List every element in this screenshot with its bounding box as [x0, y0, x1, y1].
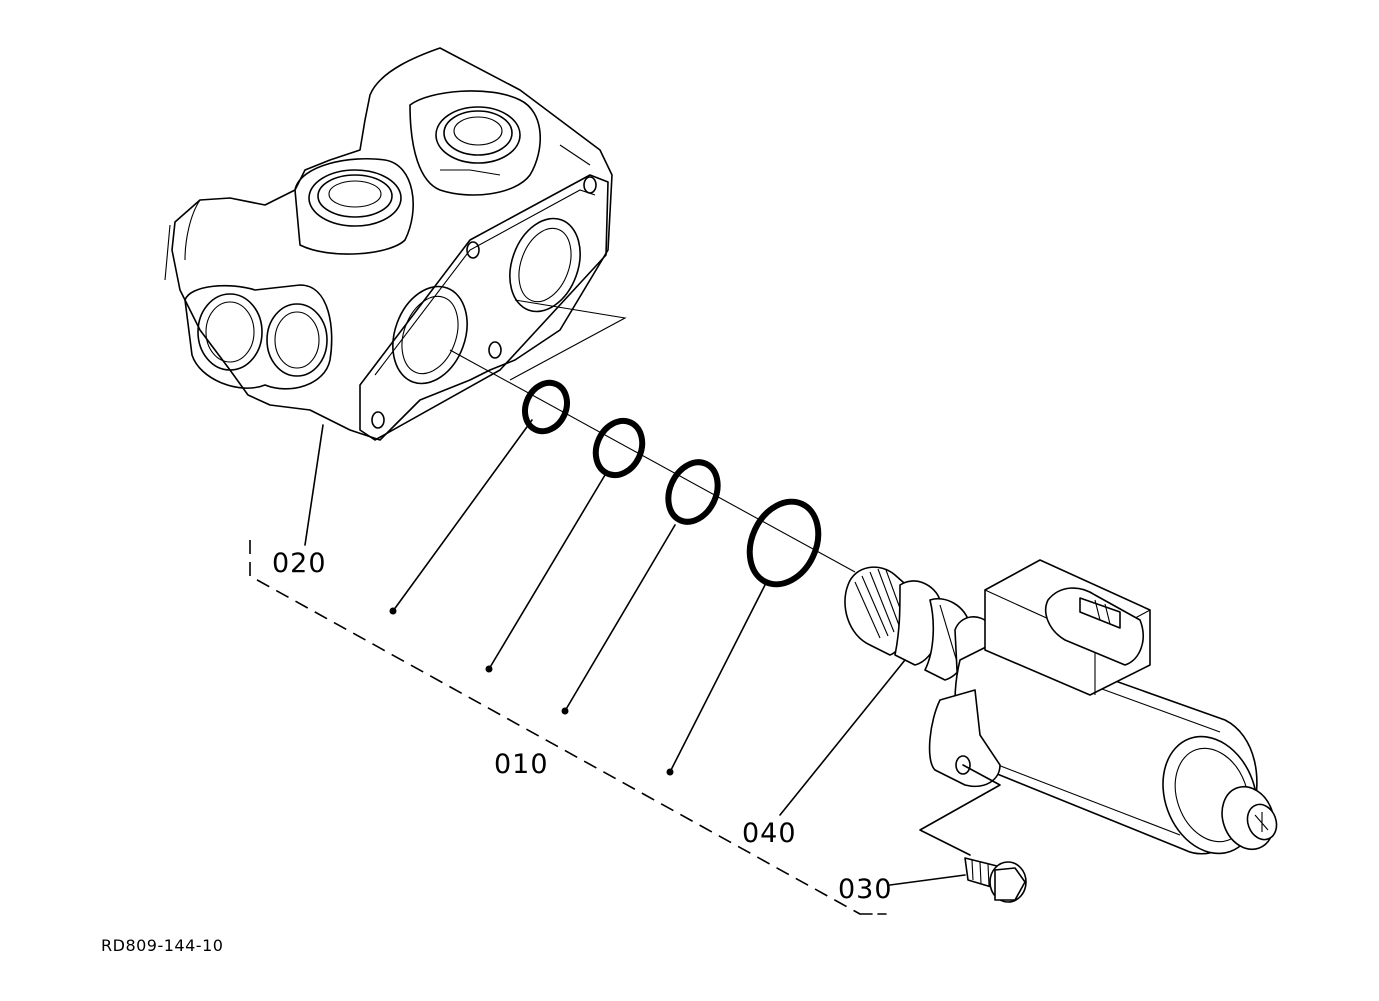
o-ring-1	[522, 379, 570, 435]
leader-dot	[561, 707, 569, 715]
part-label-010: 010	[494, 749, 549, 780]
o-rings	[522, 379, 822, 588]
leader-dot	[389, 607, 397, 615]
o-ring-2	[592, 417, 646, 479]
part-label-020: 020	[272, 548, 327, 579]
valve-body	[164, 47, 627, 441]
o-ring-4	[746, 498, 822, 588]
leader-lines	[249, 419, 1001, 915]
part-label-030: 030	[838, 874, 893, 905]
leader-dot	[485, 665, 493, 673]
o-ring-3	[665, 459, 721, 525]
drawing-reference: RD809-144-10	[101, 936, 223, 955]
bolt	[964, 857, 1027, 903]
solenoid-valve	[844, 559, 1278, 855]
assembly-axis	[449, 349, 856, 573]
part-label-040: 040	[742, 818, 797, 849]
leader-dot	[666, 768, 674, 776]
